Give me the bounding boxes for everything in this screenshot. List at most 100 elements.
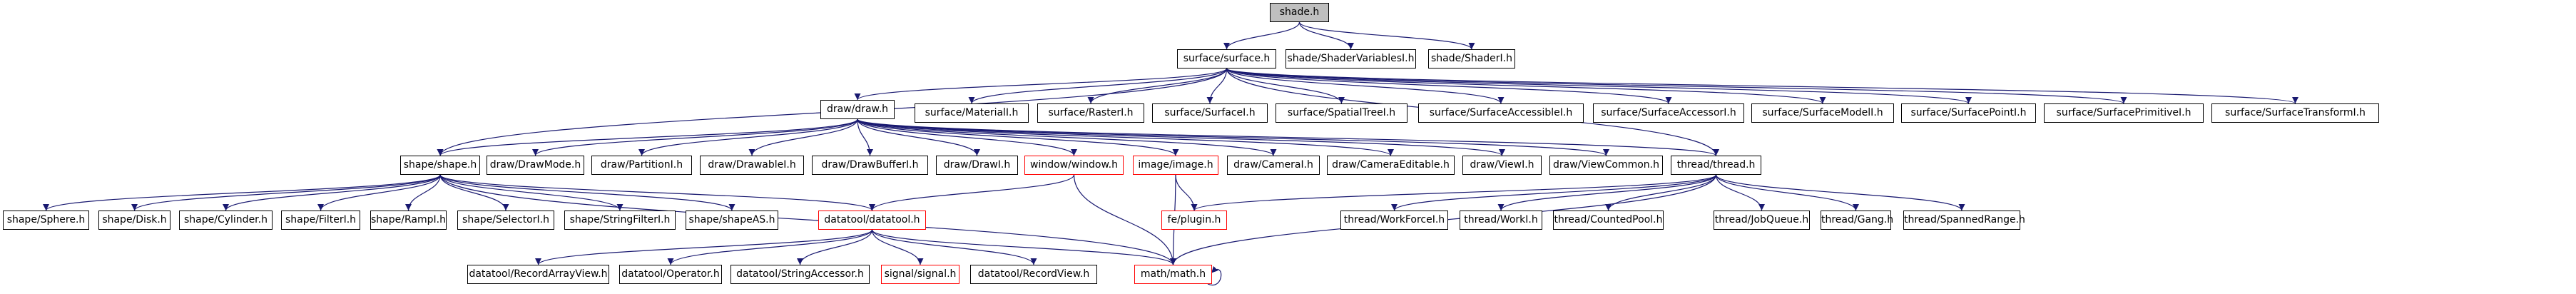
edge-thread_h-to-thread_spanned_range: [1715, 174, 1965, 211]
edge-datatool_h-to-datatool_operator: [667, 229, 873, 265]
node-surface-surfaceaccessori[interactable]: surface/SurfaceAccessorI.h: [1593, 103, 1744, 123]
node-shade-shaderi[interactable]: shade/ShaderI.h: [1428, 49, 1515, 69]
node-datatool-operator[interactable]: datatool/Operator.h: [619, 265, 722, 284]
node-draw-draw-h[interactable]: draw/draw.h: [820, 100, 895, 119]
edge-draw_h-to-draw_view_common: [857, 118, 1609, 156]
node-shade-shadervariablesi[interactable]: shade/ShaderVariablesI.h: [1286, 49, 1416, 69]
edge-shape_h-to-shape_shape_as: [439, 174, 735, 211]
node-thread-countedpool[interactable]: thread/CountedPool.h: [1553, 211, 1664, 230]
edge-shape_h-to-shape_disk: [131, 174, 441, 211]
node-shape-stringfilteri[interactable]: shape/StringFilterI.h: [564, 211, 676, 230]
edge-draw_h-to-draw_camera_i: [857, 118, 1277, 156]
edge-draw_h-to-image_h: [857, 118, 1179, 156]
edge-thread_h-to-thread_gang: [1715, 174, 1859, 211]
edge-draw_h-to-draw_camera_editable: [857, 118, 1394, 156]
node-draw-viewcommon[interactable]: draw/ViewCommon.h: [1549, 156, 1663, 175]
node-draw-drawi[interactable]: draw/DrawI.h: [936, 156, 1018, 175]
edge-draw_h-to-draw_mode: [532, 118, 858, 156]
edge-surface_h-to-surface_accessor_i: [1226, 68, 1672, 104]
node-surface-materiali[interactable]: surface/MaterialI.h: [915, 103, 1029, 123]
edge-shape_h-to-shape_ramp_i: [405, 174, 441, 211]
edge-surface_h-to-surface_model_i: [1226, 68, 1826, 104]
edge-shape_h-to-shape_filter_i: [317, 174, 441, 211]
edge-datatool_h-to-signal_h: [871, 229, 924, 265]
node-surface-spatialtreei[interactable]: surface/SpatialTreeI.h: [1276, 103, 1407, 123]
node-shape-selectori[interactable]: shape/SelectorI.h: [457, 211, 554, 230]
edge-datatool_h-to-datatool_string_accessor: [797, 229, 873, 265]
edge-shape_h-to-math_h: [439, 174, 1176, 265]
edge-shade_h-to-shader_i: [1298, 21, 1475, 50]
node-image-image-h[interactable]: image/image.h: [1133, 156, 1218, 175]
edge-thread_h-to-thread_job_queue: [1715, 174, 1765, 211]
edge-shape_h-to-shape_string_filter_i: [439, 174, 623, 211]
edge-draw_h-to-window_h: [857, 118, 1077, 156]
edge-draw_h-to-draw_draw_i: [857, 118, 980, 156]
edge-draw_h-to-draw_partition_i: [638, 118, 858, 156]
edge-surface_h-to-surface_transform_i: [1226, 68, 2298, 104]
node-surface-surfacepointi[interactable]: surface/SurfacePointI.h: [1901, 103, 2036, 123]
node-datatool-stringaccessor[interactable]: datatool/StringAccessor.h: [730, 265, 870, 284]
node-shape-cylinder[interactable]: shape/Cylinder.h: [179, 211, 273, 230]
edge-surface_h-to-surface_surface_i: [1206, 68, 1228, 104]
node-draw-drawablei[interactable]: draw/DrawableI.h: [700, 156, 804, 175]
node-draw-viewi[interactable]: draw/ViewI.h: [1462, 156, 1542, 175]
node-surface-surfacemodeli[interactable]: surface/SurfaceModelI.h: [1751, 103, 1894, 123]
node-thread-workforcei[interactable]: thread/WorkForceI.h: [1340, 211, 1448, 230]
node-datatool-recordarrayview[interactable]: datatool/RecordArrayView.h: [467, 265, 609, 284]
node-thread-thread-h[interactable]: thread/thread.h: [1671, 156, 1761, 175]
node-shade-h: shade.h: [1270, 3, 1329, 22]
edge-shade_h-to-surface_h: [1223, 21, 1300, 50]
edge-window_h-to-datatool_h: [869, 174, 1075, 211]
node-draw-partitioni[interactable]: draw/PartitionI.h: [591, 156, 692, 175]
node-draw-drawbufferi[interactable]: draw/DrawBufferI.h: [812, 156, 928, 175]
node-draw-cameraeditable[interactable]: draw/CameraEditable.h: [1327, 156, 1455, 175]
edge-surface_h-to-surface_accessible_i: [1226, 68, 1505, 104]
node-shape-shapeas[interactable]: shape/shapeAS.h: [686, 211, 778, 230]
edge-surface_h-to-surface_material_i: [968, 68, 1228, 104]
node-surface-rasteri[interactable]: surface/RasterI.h: [1037, 103, 1144, 123]
node-draw-drawmode[interactable]: draw/DrawMode.h: [487, 156, 584, 175]
edge-thread_h-to-thread_counted_pool: [1605, 174, 1717, 211]
node-thread-worki[interactable]: thread/WorkI.h: [1460, 211, 1542, 230]
node-shape-shape-h[interactable]: shape/shape.h: [400, 156, 480, 175]
node-surface-surfaceaccessiblei[interactable]: surface/SurfaceAccessibleI.h: [1418, 103, 1584, 123]
node-surface-surfacei[interactable]: surface/SurfaceI.h: [1152, 103, 1268, 123]
edge-shape_h-to-shape_cylinder: [223, 174, 441, 211]
node-shape-disk[interactable]: shape/Disk.h: [98, 211, 170, 230]
edge-math_h-to-math_h: [1207, 265, 1222, 286]
edge-shape_h-to-shape_selector_i: [439, 174, 509, 211]
node-signal-signal-h[interactable]: signal/signal.h: [881, 265, 959, 284]
edge-surface_h-to-surface_raster_i: [1087, 68, 1228, 104]
node-draw-camerai[interactable]: draw/CameraI.h: [1227, 156, 1320, 175]
edge-shape_h-to-datatool_h: [439, 174, 875, 211]
node-surface-surfaceprimitivei[interactable]: surface/SurfacePrimitiveI.h: [2044, 103, 2204, 123]
node-datatool-recordview[interactable]: datatool/RecordView.h: [970, 265, 1097, 284]
node-window-window-h[interactable]: window/window.h: [1024, 156, 1124, 175]
edge-thread_h-to-thread_work_force_i: [1391, 174, 1717, 211]
node-surface-surface-h[interactable]: surface/surface.h: [1177, 49, 1276, 69]
node-thread-gang[interactable]: thread/Gang.h: [1821, 211, 1893, 230]
edge-draw_h-to-thread_h: [857, 118, 1719, 156]
node-math-math-h[interactable]: math/math.h: [1134, 265, 1212, 284]
node-surface-surfacetransformi[interactable]: surface/SurfaceTransformI.h: [2211, 103, 2379, 123]
node-fe-plugin[interactable]: fe/plugin.h: [1161, 211, 1227, 230]
edge-surface_h-to-surface_primitive_i: [1226, 68, 2127, 104]
node-shape-rampi[interactable]: shape/RampI.h: [370, 211, 447, 230]
node-shape-sphere[interactable]: shape/Sphere.h: [3, 211, 89, 230]
edge-datatool_h-to-datatool_record_array_view: [535, 229, 873, 265]
node-thread-spannedrange[interactable]: thread/SpannedRange.h: [1903, 211, 2025, 230]
edge-thread_h-to-thread_work_i: [1497, 174, 1717, 211]
edge-draw_h-to-draw_view_i: [857, 118, 1505, 156]
edge-surface_h-to-draw_h: [854, 68, 1228, 101]
edge-window_h-to-math_h: [1073, 174, 1176, 265]
edge-datatool_h-to-datatool_record_view: [871, 229, 1037, 265]
edge-image_h-to-fe_plugin: [1175, 174, 1198, 211]
edge-shade_h-to-shader_variables_i: [1298, 21, 1354, 50]
edge-draw_h-to-draw_draw_buffer_i: [857, 118, 873, 156]
node-shape-filteri[interactable]: shape/FilterI.h: [281, 211, 360, 230]
node-datatool-datatool-h[interactable]: datatool/datatool.h: [818, 211, 926, 230]
edge-draw_h-to-draw_drawable_i: [748, 118, 858, 156]
node-thread-jobqueue[interactable]: thread/JobQueue.h: [1714, 211, 1810, 230]
edge-surface_h-to-surface_point_i: [1226, 68, 1972, 104]
